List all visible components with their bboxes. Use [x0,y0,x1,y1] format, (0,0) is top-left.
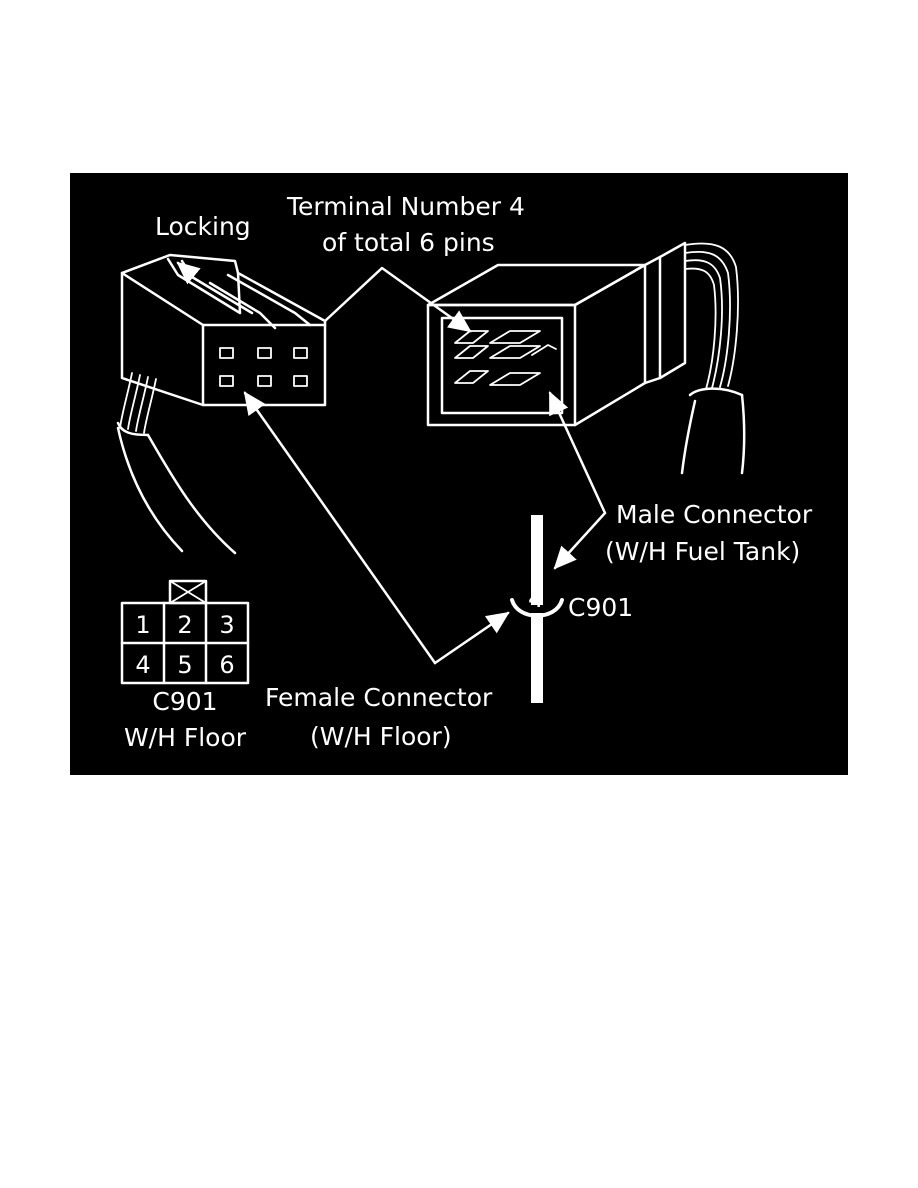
pinout-pin-1: 1 [135,611,150,639]
cable-sleeve [116,421,150,437]
pinout-harness-label: W/H Floor [124,723,247,752]
connector-symbol: 4 [510,515,564,703]
wire [127,374,141,430]
male-housing-side [573,263,647,427]
pinout-pin-4: 4 [135,651,150,679]
pinout-pin-5: 5 [177,651,192,679]
housing-edge [120,271,327,327]
male-housing-front [426,303,577,427]
cable-outline [740,393,746,475]
connector-id-label: C901 [568,593,633,622]
pinout-pin-6: 6 [219,651,234,679]
male-callout-line-to-pin [548,391,607,515]
female-callout-line-to-symbol [433,611,510,665]
symbol-terminal-number: 4 [528,584,544,613]
wire [684,267,717,390]
male-connector-drawing [426,241,746,475]
cable-outline [116,426,184,553]
pinout-key-cross [169,580,207,604]
terminal-label-line1: Terminal Number 4 [286,192,525,221]
pinout-connector-id: C901 [152,687,217,716]
female-pin-1 [219,347,234,359]
cable-sleeve [688,387,744,397]
connector-diagram-svg: 4 1 2 3 4 5 6 C901 W/H Floor Locking Ter… [116,192,813,752]
symbol-female-bar [531,613,543,703]
male-pin [454,330,489,344]
symbol-female-cup [510,598,564,618]
cable-outline [680,399,697,475]
wire [143,378,157,434]
locking-tab [226,273,312,327]
female-pin-6 [293,375,308,387]
male-pin [454,345,489,359]
wire [684,251,731,388]
connector-diagram: 4 1 2 3 4 5 6 C901 W/H Floor Locking Ter… [70,173,848,775]
callout-lines [176,261,607,665]
female-pin-5 [257,375,272,387]
male-pin [489,345,541,359]
pinout-pin-2: 2 [177,611,192,639]
male-collar [643,241,687,385]
terminal-label-line2: of total 6 pins [322,228,495,257]
locking-label: Locking [155,212,251,241]
female-pin-2 [257,347,272,359]
male-cavity [440,316,564,415]
wire [684,259,723,389]
wire [135,376,149,432]
male-connector-label-line1: Male Connector [616,500,813,529]
male-callout-line-to-symbol [553,511,607,570]
male-pin [489,330,541,344]
female-callout-line-to-pin [243,391,437,665]
female-connector-drawing [116,253,327,555]
pinout-pin-3: 3 [219,611,234,639]
pinout-grid-lines [120,601,250,685]
female-connector-label-line2: (W/H Floor) [310,722,452,751]
wire [684,242,739,387]
female-pin-4 [219,375,234,387]
terminal-callout-line [323,266,472,333]
male-connector-label-line2: (W/H Fuel Tank) [605,537,800,566]
locking-callout-line [176,261,201,285]
symbol-male-bar [531,515,543,605]
pinout-diagram: 1 2 3 4 5 6 C901 W/H Floor [120,579,250,752]
male-pin [531,344,557,356]
female-pin-3 [293,347,308,359]
female-connector-label-line1: Female Connector [265,683,493,712]
wire [119,372,133,429]
male-pin [454,370,489,384]
cable-outline [146,433,237,555]
locking-tab [208,281,277,330]
locking-tab [166,257,242,315]
male-pin [489,372,541,386]
